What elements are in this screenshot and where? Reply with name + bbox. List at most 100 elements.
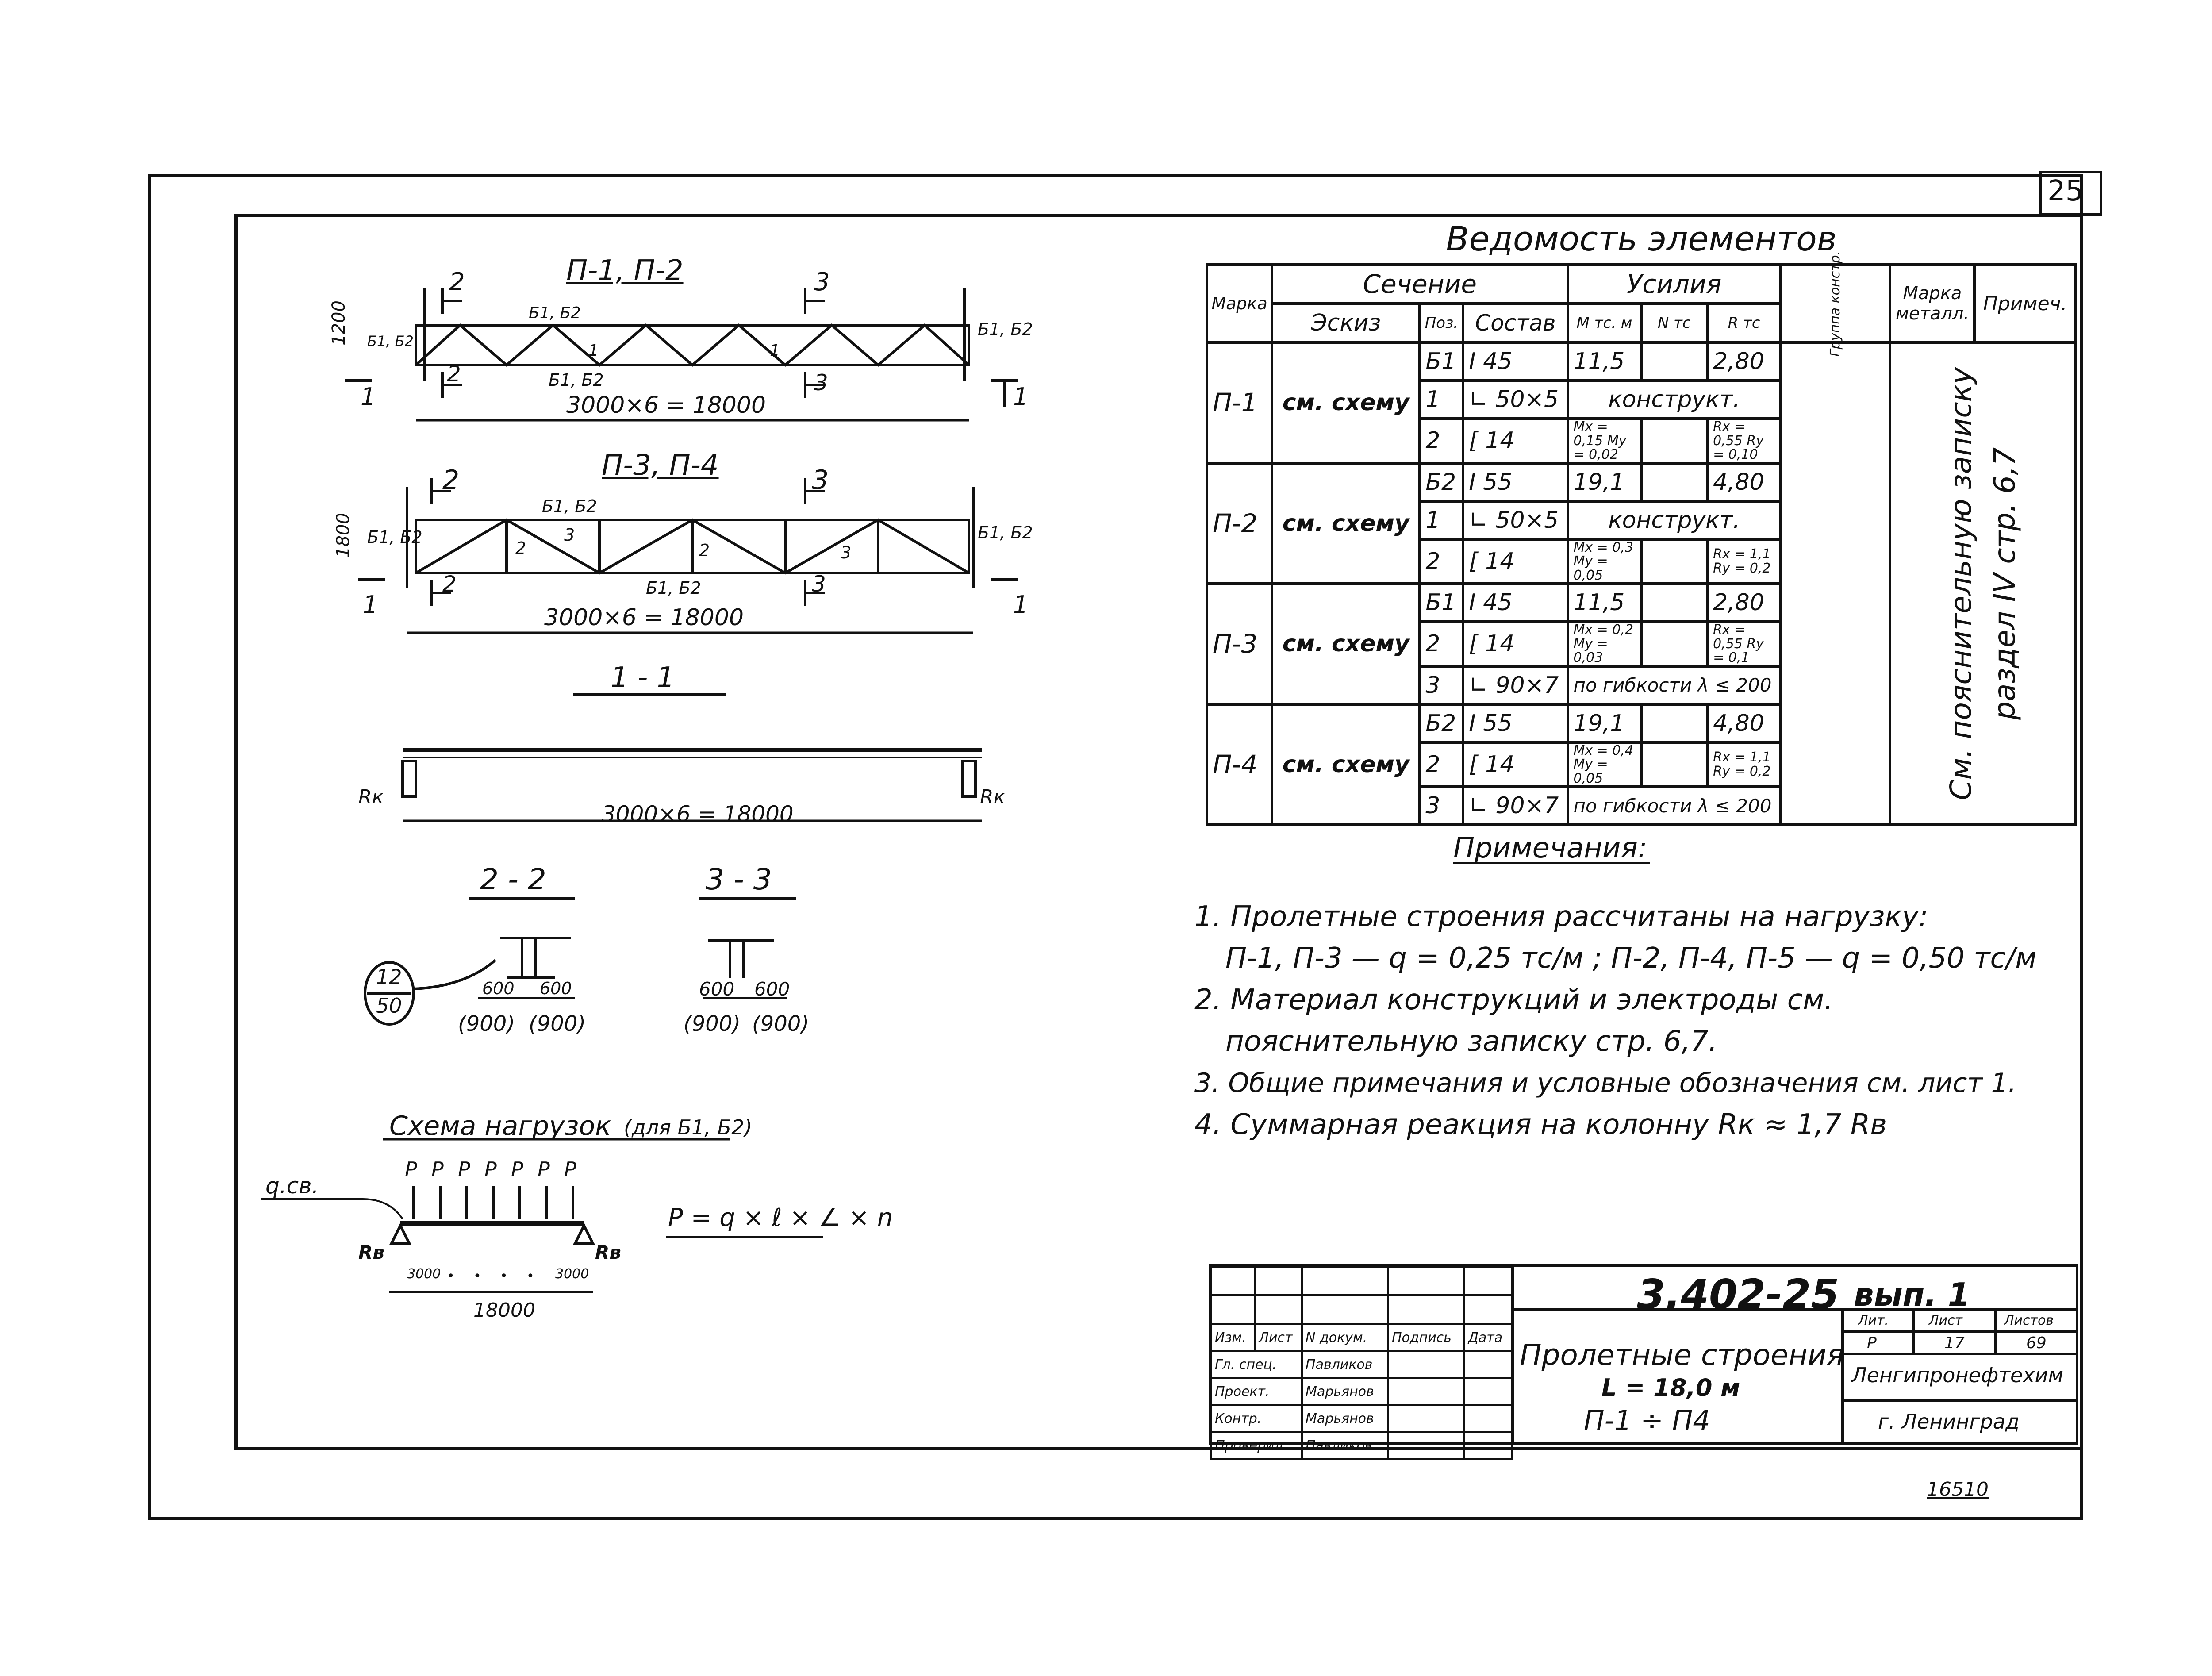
row-pos: 2 [1418, 538, 1465, 585]
table-row: 2 [ 14 Mx = 0,2 My = 0,03 Rx = 0,55 Ry =… [1207, 620, 2076, 668]
load-scheme-drawing [261, 1138, 823, 1293]
row-comp: [ 14 [1462, 417, 1569, 465]
truss-2-marks-top: Б1, Б2 [542, 496, 597, 516]
header-sketch: Эскиз [1271, 302, 1421, 344]
header-composition: Состав [1462, 302, 1569, 344]
row-m: Mx = 0,2 My = 0,03 [1566, 620, 1643, 668]
sheet-label: Лист [1929, 1313, 1963, 1328]
row-pos: 2 [1418, 741, 1465, 788]
doc-code: 3.402-25 [1637, 1271, 1839, 1318]
org-city: г. Ленинград [1878, 1410, 2020, 1434]
row-pos: 3 [1418, 785, 1465, 826]
load-p-2: P [431, 1157, 444, 1181]
table-row: 1 ∟ 50×5 конструкт. [1207, 500, 2076, 541]
truss-1-marks-left: Б1, Б2 [367, 333, 414, 350]
table-row: П-2 см. схему Б2 I 55 19,1 4,80 [1205, 461, 2076, 585]
load-scheme-subtitle: (для Б1, Б2) [624, 1115, 753, 1139]
section-1-1-reaction-left: Rк [358, 786, 384, 808]
section-2-2-dim-alt-right: (900) [529, 1011, 586, 1036]
header-forces: Усилия [1566, 263, 1782, 305]
table-row: 2 [ 14 Mx = 0,15 My = 0,02 Rx = 0,55 Ry … [1207, 417, 2076, 465]
table-row: 3 ∟ 90×7 по гибкости λ ≤ 200 [1207, 785, 2076, 826]
row-sketch: см. схему [1271, 461, 1421, 585]
section-3-3-dim-left: 600 [699, 978, 735, 1000]
dim-dot-3: • [500, 1269, 508, 1284]
row-pos: 3 [1418, 665, 1465, 706]
row-r: Rx = 1,1 Ry = 0,2 [1706, 741, 1782, 788]
truss-2-height: 1800 [333, 513, 353, 558]
doc-name-3: П-1 ÷ П4 [1584, 1404, 1710, 1437]
row-pos: Б2 [1418, 461, 1465, 503]
table-row: 2 [ 14 Mx = 0,3 My = 0,05 Rx = 1,1 Ry = … [1207, 538, 2076, 585]
section-2-2-dim-right: 600 [540, 979, 572, 998]
truss-1-member-label: 1 [588, 342, 599, 360]
elements-table: Ведомость элементов Марка Сечение Усилия… [1205, 214, 2077, 826]
row-comp: I 45 [1462, 341, 1569, 382]
row-r: Rx = 0,55 Ry = 0,10 [1706, 417, 1782, 465]
notes-title: Примечания: [1453, 832, 1647, 865]
sig-role: Гл. спец. [1210, 1350, 1303, 1379]
sheets-label: Листов [2004, 1313, 2054, 1328]
table-row: 2 [ 14 Mx = 0,4 My = 0,05 Rx = 1,1 Ry = … [1207, 741, 2076, 788]
load-label: q.св. [265, 1173, 319, 1199]
group-column [1779, 341, 1892, 826]
row-comp: ∟ 90×7 [1462, 665, 1569, 706]
sig-header-5: Дата [1463, 1323, 1513, 1352]
row-n [1640, 620, 1709, 668]
row-m: Mx = 0,3 My = 0,05 [1566, 538, 1643, 585]
row-mark: П-4 [1205, 703, 1274, 826]
row-n [1640, 538, 1709, 585]
row-r: Rx = 1,1 Ry = 0,2 [1706, 538, 1782, 585]
callout-top: 12 [376, 965, 402, 989]
truss-1-section-b-bottom: 3 [814, 370, 828, 396]
truss-1-title: П-1, П-2 [566, 254, 684, 287]
sheets-value: 69 [2026, 1334, 2047, 1352]
section-1-1-dimension: 3000×6 = 18000 [602, 801, 794, 827]
section-3-3-drawing [699, 897, 796, 999]
metal-note-line2: раздел IV стр. 6,7 [1988, 447, 2022, 720]
truss-1-drawing [345, 288, 1018, 422]
load-p-5: P [511, 1157, 523, 1181]
section-3-3-dim-alt-right: (900) [752, 1011, 810, 1036]
title-block-lines [1209, 1264, 2078, 1445]
truss-1-marks-top: Б1, Б2 [529, 304, 581, 322]
row-n [1640, 417, 1709, 465]
sig-header-1: Изм. [1210, 1323, 1256, 1352]
row-sketch: см. схему [1271, 341, 1421, 465]
row-sketch: см. схему [1271, 582, 1421, 706]
note-2-cont: пояснительную записку стр. 6,7. [1225, 1025, 1717, 1058]
signature-row: Контр. Марьянов [1210, 1404, 1513, 1433]
sig-header-2: Лист [1254, 1323, 1303, 1352]
row-comp: ∟ 50×5 [1462, 500, 1569, 541]
truss-2-marks-left: Б1, Б2 [367, 527, 422, 547]
inner-frame [234, 214, 2083, 1450]
signature-row: Гл. спец. Павликов [1210, 1350, 1513, 1379]
row-n [1640, 741, 1709, 788]
row-mark: П-2 [1205, 461, 1274, 585]
table-title: Ведомость элементов [1207, 214, 2076, 266]
row-comp: [ 14 [1462, 538, 1569, 585]
signature-row: Проверил Павликов [1210, 1431, 1513, 1460]
truss-2-member-a: 2 [699, 541, 710, 560]
section-2-2-drawing [364, 897, 575, 1026]
truss-2-drawing [358, 478, 1018, 634]
row-pos: 1 [1418, 500, 1465, 541]
row-m: 19,1 [1566, 703, 1643, 744]
end-dim-right: 3000 [555, 1266, 589, 1282]
sig-header-3: N докум. [1301, 1323, 1389, 1352]
note-1: 1. Пролетные строения рассчитаны на нагр… [1194, 900, 1928, 933]
page-number: 25 [2047, 175, 2084, 208]
dim-dot-4: • [526, 1269, 534, 1284]
table-row: 1 ∟ 50×5 конструкт. [1207, 379, 2076, 420]
truss-2-title: П-3, П-4 [602, 449, 719, 482]
row-mark: П-3 [1205, 582, 1274, 706]
row-comp: I 55 [1462, 703, 1569, 744]
truss-2-member-b: 3 [841, 543, 852, 562]
header-marka: Марка [1205, 263, 1274, 344]
sig-name: Марьянов [1301, 1404, 1389, 1433]
sig-name: Павликов [1301, 1431, 1389, 1460]
note-1-cont: П-1, П-3 — q = 0,25 тс/м ; П-2, П-4, П-5… [1225, 942, 2037, 975]
header-r: R тс [1706, 302, 1782, 344]
truss-1-section-a-bottom: 2 [447, 361, 461, 387]
